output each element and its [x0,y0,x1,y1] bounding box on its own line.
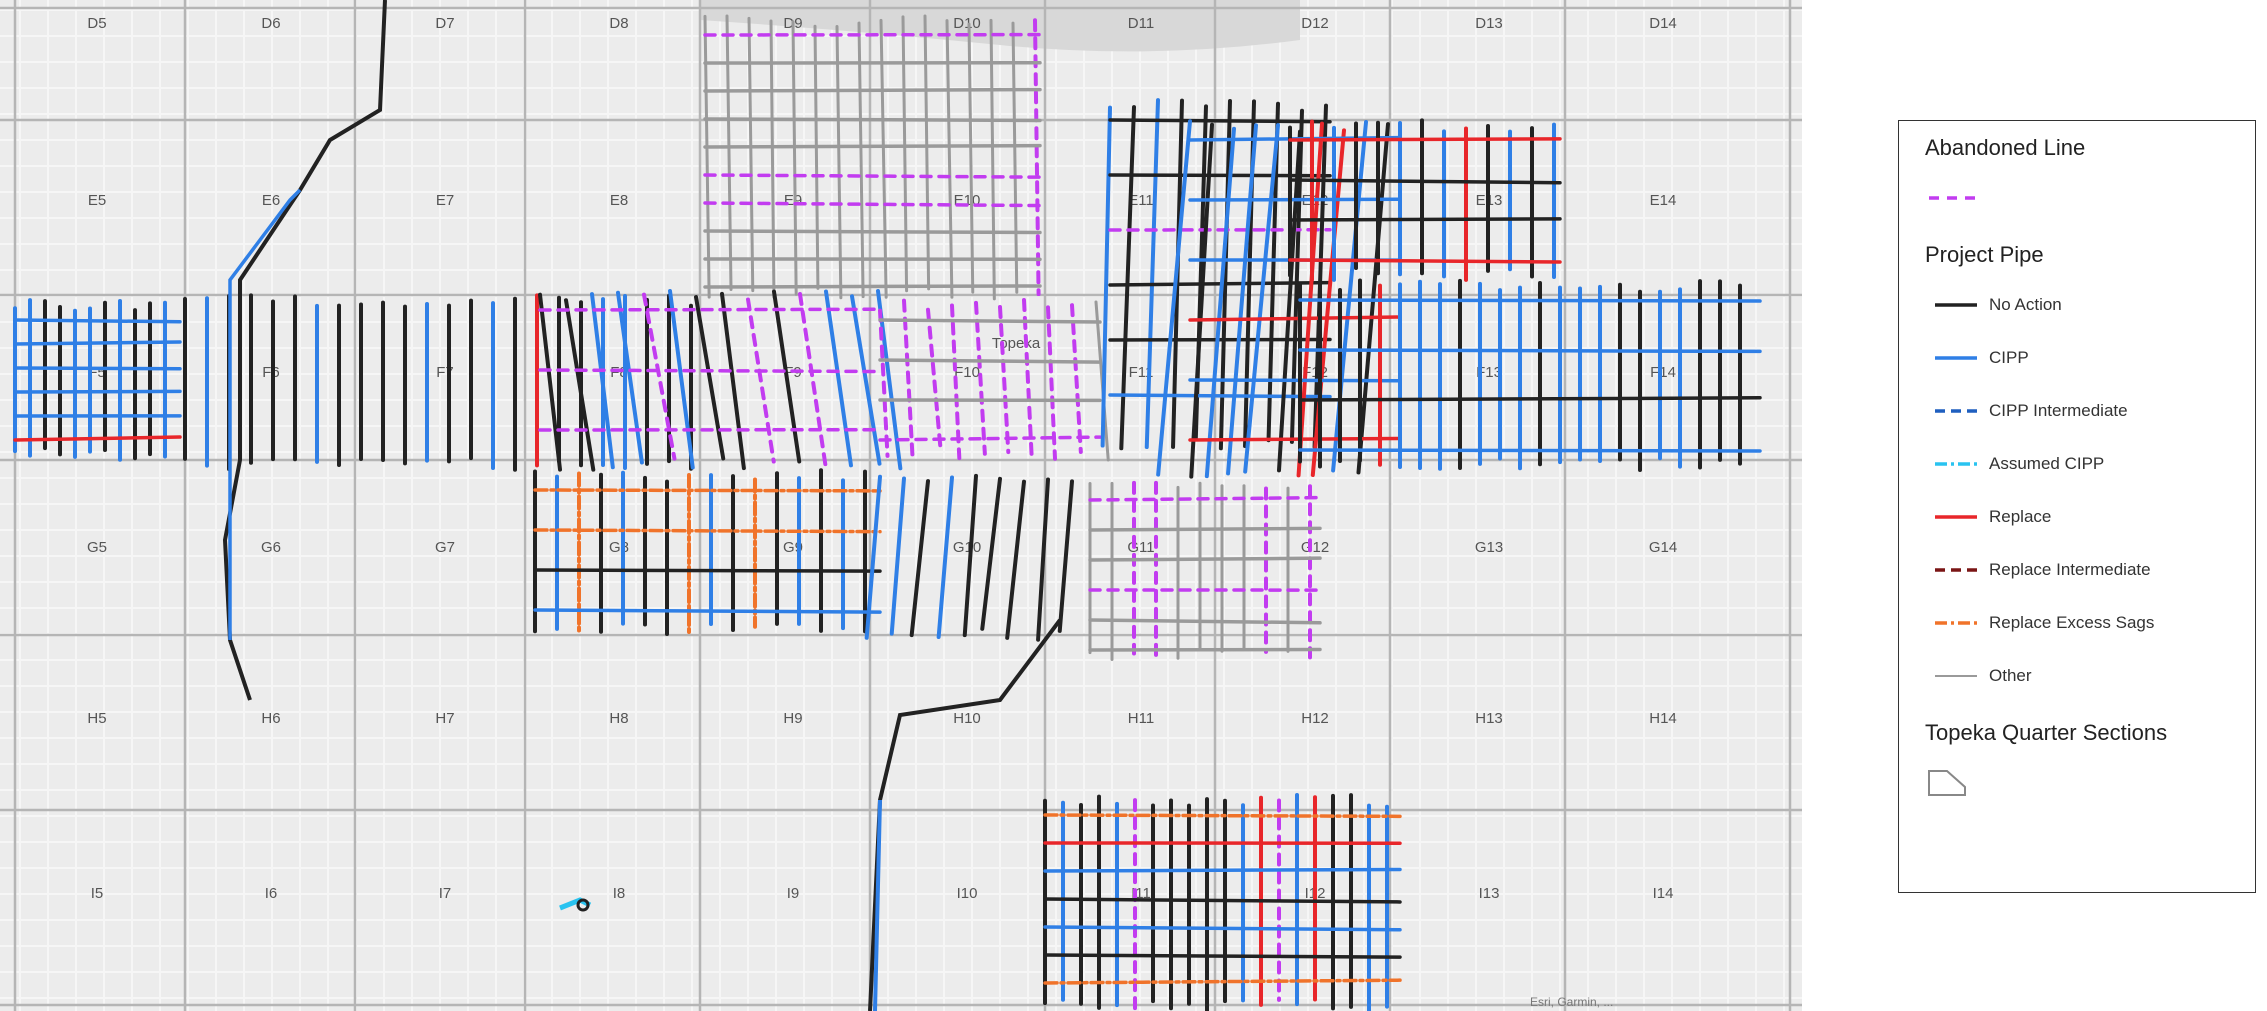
section-label: H8 [609,710,628,727]
legend-item-no-action: No Action [1925,278,2255,331]
section-label: E6 [262,192,280,209]
section-label: D7 [435,15,454,32]
line-swatch-icon [1935,567,1977,572]
section-label: E7 [436,192,454,209]
section-label: E5 [88,192,106,209]
section-label: H7 [435,710,454,727]
section-label: G6 [261,539,281,556]
legend-item-replace-intermediate: Replace Intermediate [1925,543,2255,596]
section-label: H6 [261,710,280,727]
legend-item-polygon [1925,756,2255,809]
legend-item-abandoned [1925,171,2255,224]
section-label: I5 [91,885,104,902]
section-label: F14 [1650,364,1676,381]
legend-item-label: Assumed CIPP [1989,453,2105,473]
section-label: G10 [953,539,981,556]
legend-item-label: Replace Excess Sags [1989,612,2155,632]
legend-item-replace: Replace [1925,490,2255,543]
legend-item-label: Replace Intermediate [1989,559,2151,579]
section-label: D6 [261,15,280,32]
section-label: D10 [953,15,981,32]
section-label: D11 [1128,15,1154,32]
legend-item-label: Replace [1989,506,2052,526]
quarter-section-grid [0,0,1802,1011]
section-label: I13 [1479,885,1500,902]
line-swatch-icon [1935,408,1977,413]
line-swatch-icon [1935,461,1977,466]
map-svg: D5D6D7D8D9D10D11D12D13D14E5E6E7E8E9E10E1… [0,0,1802,1011]
legend-item-cipp-intermediate: CIPP Intermediate [1925,384,2255,437]
legend-section-title: Abandoned Line [1925,135,2086,160]
legend-item-other: Other [1925,649,2255,702]
section-label: I8 [613,885,626,902]
pipe-network [13,0,1762,1011]
line-swatch-icon [1935,514,1977,519]
map-canvas[interactable]: D5D6D7D8D9D10D11D12D13D14E5E6E7E8E9E10E1… [0,0,1802,1011]
polygon-icon [1928,769,1966,796]
section-label: I10 [957,885,978,902]
line-swatch-icon [1935,674,1977,677]
section-label: E14 [1650,192,1677,209]
line-swatch-icon [1935,620,1977,625]
section-label: G8 [609,539,629,556]
section-label: E9 [784,192,802,209]
section-label: H13 [1475,710,1503,727]
section-label: G13 [1475,539,1503,556]
section-label: I6 [265,885,278,902]
line-swatch-icon [1935,302,1977,307]
section-label: G7 [435,539,455,556]
section-label: H5 [87,710,106,727]
section-label: G11 [1127,539,1154,556]
map-attribution: Esri, Garmin, ... [1530,995,1614,1009]
line-swatch-icon [1929,195,1983,200]
legend-item-cipp: CIPP [1925,331,2255,384]
section-label: D8 [609,15,628,32]
section-label: D5 [87,15,106,32]
section-label: H9 [783,710,802,727]
section-label: D12 [1301,15,1329,32]
section-label: I7 [439,885,452,902]
legend-item-assumed-cipp: Assumed CIPP [1925,437,2255,490]
section-label: H14 [1649,710,1677,727]
legend-item-label: CIPP Intermediate [1989,400,2128,420]
legend-item-label: No Action [1989,294,2062,314]
section-label: D13 [1475,15,1503,32]
legend-item-label: CIPP [1989,347,2029,367]
section-label: H12 [1301,710,1329,727]
legend-item-label: Other [1989,665,2032,685]
city-label: Topeka [992,335,1041,352]
line-swatch-icon [1935,355,1977,360]
section-label: G5 [87,539,107,556]
section-label: E11 [1128,192,1154,209]
legend-section-title: Topeka Quarter Sections [1925,720,2168,745]
section-label: F10 [954,364,980,381]
section-label: H11 [1128,710,1154,727]
legend-item-replace-excess-sags: Replace Excess Sags [1925,596,2255,649]
legend-section-title: Project Pipe [1925,242,2044,267]
section-label: F7 [436,364,454,381]
section-label: D14 [1649,15,1677,32]
section-label: H10 [953,710,981,727]
section-label: G12 [1301,539,1329,556]
section-label: I9 [787,885,800,902]
section-label: G14 [1649,539,1677,556]
section-label: E8 [610,192,628,209]
section-label: I14 [1653,885,1674,902]
section-label: F13 [1476,364,1502,381]
